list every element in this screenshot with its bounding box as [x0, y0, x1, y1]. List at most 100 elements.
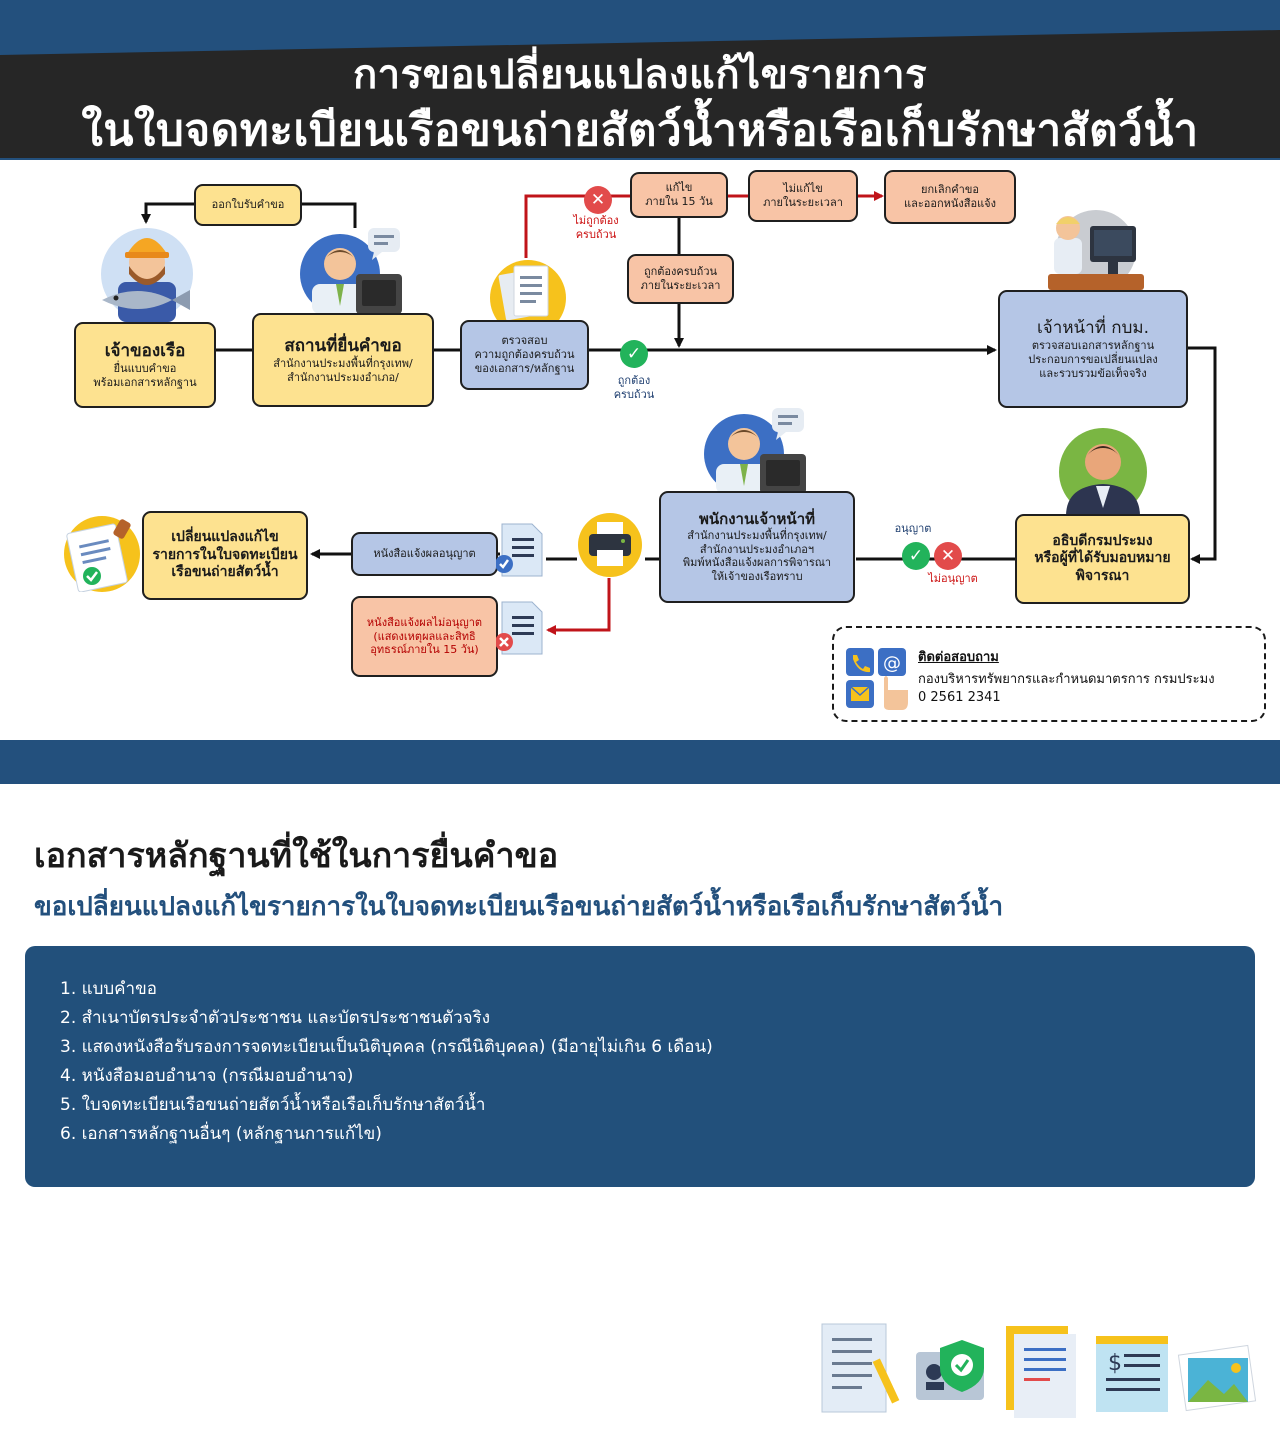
result-box: เปลี่ยนแปลงแก้ไข รายการในใบจดทะเบียน เรื…: [142, 511, 308, 600]
office-line2: สำนักงานประมงอำเภอ/: [287, 370, 399, 384]
document-item: 1. แบบคำขอ: [60, 979, 157, 999]
director-icon: [1059, 428, 1147, 516]
page-title-line1: การขอเปลี่ยนแปลงแก้ไขรายการ: [352, 52, 928, 98]
incorrect-label-line1: ไม่ถูกต้อง: [573, 214, 619, 227]
at-sign-icon: [878, 648, 906, 676]
incorrect-label: ไม่ถูกต้อง ครบถ้วน: [560, 214, 632, 243]
contact-box: [832, 626, 1266, 722]
staff-line1: สำนักงานประมงพื้นที่กรุงเทพ/: [687, 528, 827, 542]
notice-deny-box: หนังสือแจ้งผลไม่อนุญาต (แสดงเหตุผลและสิท…: [351, 596, 498, 677]
approve-label: อนุญาต: [894, 522, 932, 535]
document-item: 5. ใบจดทะเบียนเรือขนถ่ายสัตว์น้ำหรือเรือ…: [60, 1095, 486, 1115]
correct-label-line2: ครบถ้วน: [613, 388, 655, 402]
not-fix-box: ไม่แก้ไข ภายในระยะเวลา: [748, 170, 858, 222]
notice-approve-label: หนังสือแจ้งผลอนุญาต: [373, 547, 476, 561]
incorrect-x-icon: ✕: [584, 186, 612, 214]
contact-phone[interactable]: 0 2561 2341: [918, 690, 1001, 705]
approve-document-icon: [496, 523, 543, 577]
office-line1: สำนักงานประมงพื้นที่กรุงเทพ/: [273, 356, 413, 370]
cancel-line1: ยกเลิกคำขอ: [921, 183, 979, 197]
id-card-shield-icon: [916, 1340, 984, 1400]
documents-stack-icon: [490, 260, 566, 324]
notice-deny-line1: หนังสือแจ้งผลไม่อนุญาต: [366, 615, 483, 629]
document-item: 6. เอกสารหลักฐานอื่นๆ (หลักฐานการแก้ไข): [60, 1124, 382, 1144]
dof-officer-box: เจ้าหน้าที่ กบม. ตรวจสอบเอกสารหลักฐาน ปร…: [998, 290, 1188, 408]
owner-box: เจ้าของเรือ ยื่นแบบคำขอ พร้อมเอกสารหลักฐ…: [74, 322, 216, 408]
document-item: 2. สำเนาบัตรประจำตัวประชาชน และบัตรประชา…: [60, 1008, 491, 1028]
staff-officer-icon: [704, 408, 806, 494]
pointer-hand-icon: [884, 676, 908, 710]
owner-line1: ยื่นแบบคำขอ: [113, 361, 177, 375]
contact-heading: ติดต่อสอบถาม: [918, 650, 999, 665]
fix-line2: ภายใน 15 วัน: [645, 195, 713, 208]
result-line3: เรือขนถ่ายสัตว์น้ำ: [171, 564, 279, 581]
correct-label: ถูกต้อง ครบถ้วน: [600, 374, 668, 403]
director-line3: พิจารณา: [1075, 567, 1130, 584]
correct-label-line1: ถูกต้อง: [617, 374, 651, 387]
incorrect-label-line2: ครบถ้วน: [575, 228, 617, 242]
deny-x-icon: ✕: [934, 542, 962, 570]
fixed-ok-box: ถูกต้องครบถ้วน ภายในระยะเวลา: [627, 254, 734, 304]
svg-text:@: @: [883, 653, 901, 674]
fix-box: แก้ไข ภายใน 15 วัน: [630, 172, 728, 218]
document-item: 4. หนังสือมอบอำนาจ (กรณีมอบอำนาจ): [60, 1066, 354, 1086]
owner-title: เจ้าของเรือ: [104, 340, 186, 361]
approved-certificate-icon: [64, 516, 140, 592]
director-line2: หรือผู้ที่ได้รับมอบหมาย: [1034, 550, 1171, 567]
check-line1: ตรวจสอบ: [501, 334, 548, 348]
staff-line2: สำนักงานประมงอำเภอฯ: [699, 542, 815, 556]
deny-label: ไม่อนุญาต: [928, 572, 978, 585]
office-clerk-icon: [300, 228, 402, 314]
staff-box: พนักงานเจ้าหน้าที่ สำนักงานประมงพื้นที่ก…: [659, 491, 855, 603]
receipt-label: ออกใบรับคำขอ: [211, 198, 285, 212]
fix-line1: แก้ไข: [665, 181, 693, 195]
staff-line4: ให้เจ้าของเรือทราบ: [711, 570, 803, 584]
photo-icon: [1177, 1344, 1257, 1412]
notice-approve-box: หนังสือแจ้งผลอนุญาต: [351, 532, 498, 576]
invoice-icon: $: [1096, 1336, 1168, 1412]
report-document-icon: [1006, 1326, 1076, 1418]
dof-officer-icon: [1048, 210, 1144, 290]
office-title: สถานที่ยื่นคำขอ: [284, 335, 402, 356]
owner-line2: พร้อมเอกสารหลักฐาน: [93, 375, 197, 389]
page-title-line2: ในใบจดทะเบียนเรือขนถ่ายสัตว์น้ำหรือเรือเ…: [81, 105, 1199, 156]
dof-line3: และรวบรวมข้อเท็จจริง: [1039, 366, 1147, 380]
document-item: 3. แสดงหนังสือรับรองการจดทะเบียนเป็นนิติ…: [60, 1037, 713, 1057]
approve-check-icon: ✓: [902, 542, 930, 570]
svg-text:$: $: [1108, 1351, 1122, 1376]
check-line2: ความถูกต้องครบถ้วน: [474, 348, 575, 362]
fixed-ok-line1: ถูกต้องครบถ้วน: [643, 265, 718, 279]
documents-title: เอกสารหลักฐานที่ใช้ในการยื่นคำขอ: [34, 836, 559, 876]
cancel-box: ยกเลิกคำขอ และออกหนังสือแจ้ง: [884, 170, 1016, 224]
documents-panel: [25, 946, 1255, 1187]
printer-icon: [578, 513, 642, 577]
result-line1: เปลี่ยนแปลงแก้ไข: [171, 529, 279, 546]
fixed-ok-line2: ภายในระยะเวลา: [640, 279, 721, 292]
bottom-document-icons: $: [821, 1323, 1257, 1418]
dof-line1: ตรวจสอบเอกสารหลักฐาน: [1031, 339, 1155, 352]
section-divider: [0, 740, 1280, 784]
staff-title: พนักงานเจ้าหน้าที่: [698, 510, 815, 529]
notfix-line1: ไม่แก้ไข: [783, 182, 823, 196]
document-check-box: ตรวจสอบ ความถูกต้องครบถ้วน ของเอกสาร/หลั…: [460, 320, 589, 390]
director-box: อธิบดีกรมประมง หรือผู้ที่ได้รับมอบหมาย พ…: [1015, 514, 1190, 604]
deny-document-icon: [496, 601, 543, 655]
correct-check-icon: ✓: [620, 340, 648, 368]
director-line1: อธิบดีกรมประมง: [1052, 532, 1153, 549]
form-pencil-icon: [821, 1323, 900, 1413]
notfix-line2: ภายในระยะเวลา: [763, 196, 843, 209]
receipt-box: ออกใบรับคำขอ: [194, 184, 302, 226]
contact-icons: @: [846, 648, 908, 710]
documents-subtitle: ขอเปลี่ยนแปลงแก้ไขรายการในใบจดทะเบียนเรื…: [34, 892, 1004, 922]
header-title-bar: [0, 30, 1280, 158]
office-box: สถานที่ยื่นคำขอ สำนักงานประมงพื้นที่กรุง…: [252, 313, 434, 407]
fisherman-icon: [101, 228, 193, 322]
dof-line2: ประกอบการขอเปลี่ยนแปลง: [1028, 352, 1158, 366]
notice-deny-line2: (แสดงเหตุผลและสิทธิ: [373, 629, 476, 643]
contact-org: กองบริหารทรัพยากรและกำหนดมาตรการ กรมประม…: [918, 672, 1215, 687]
notice-deny-line3: อุทธรณ์ภายใน 15 วัน): [370, 643, 479, 657]
check-line3: ของเอกสาร/หลักฐาน: [474, 361, 575, 375]
cancel-line2: และออกหนังสือแจ้ง: [904, 197, 996, 210]
dof-title: เจ้าหน้าที่ กบม.: [1037, 317, 1149, 338]
staff-line3: พิมพ์หนังสือแจ้งผลการพิจารณา: [682, 556, 832, 570]
